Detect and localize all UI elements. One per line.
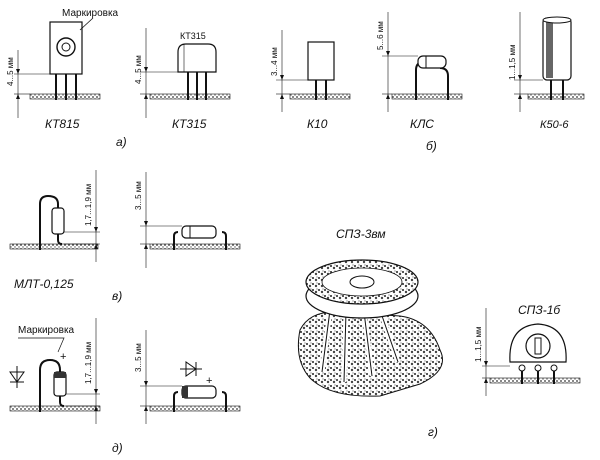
pcb-board xyxy=(149,405,241,412)
plus-sign: + xyxy=(60,351,66,363)
kls-label: КЛС xyxy=(410,117,434,131)
mlt-h-body xyxy=(181,225,217,239)
marking-diode-label: Маркировка xyxy=(18,325,75,336)
kt315-label: КТ315 xyxy=(172,117,207,131)
pcb-board xyxy=(391,93,463,100)
k50-6-figure: 1...1,5 мм К50-6 xyxy=(508,12,585,131)
dim-1-7-1-9-a: 1,7...1,9 мм xyxy=(84,184,93,226)
pcb-board xyxy=(289,93,351,100)
sp3-1b-label: СПЗ-1б xyxy=(518,303,561,317)
plus-sign-b: + xyxy=(206,375,212,387)
mlt-label: МЛТ-0,125 xyxy=(14,277,74,291)
kt315-body-label: КТ315 xyxy=(180,31,206,41)
dim-3-4: 3...4 мм xyxy=(270,47,279,76)
dim-1-7-1-9-b: 1,7...1,9 мм xyxy=(84,342,93,384)
k10-body xyxy=(307,41,335,81)
dim-4-5-b: 4...5 мм xyxy=(134,55,143,84)
k10-figure: 3...4 мм К10 xyxy=(270,30,351,131)
mlt-horizontal-figure: 3...5 мм xyxy=(134,172,241,268)
panel-a: а) xyxy=(116,135,127,149)
k10-label: К10 xyxy=(307,117,328,131)
sp3-3vm-figure: СПЗ-3вм xyxy=(297,227,443,397)
mlt-vertical-figure: 1,7...1,9 мм МЛТ-0,125 xyxy=(9,170,100,291)
kls-body xyxy=(417,55,447,69)
diode-vertical-figure: Маркировка + 1,7...1,9 мм xyxy=(9,318,101,424)
kt315-figure: 4...5 мм КТ315 КТ315 xyxy=(134,28,231,131)
pcb-board xyxy=(149,243,241,250)
pcb-board xyxy=(9,243,99,250)
dim-3-5-a: 3...5 мм xyxy=(134,181,143,210)
diode-symbol-icon xyxy=(9,366,25,388)
dim-1-1-5-b: 1...1,5 мм xyxy=(474,327,483,362)
kt815-label: КТ815 xyxy=(45,117,80,131)
mlt-body xyxy=(51,207,65,235)
panel-b: б) xyxy=(426,139,437,153)
marking-label: Маркировка xyxy=(62,8,119,19)
sp3-3vm-label: СПЗ-3вм xyxy=(336,227,386,241)
dim-5-6: 5...6 мм xyxy=(376,21,385,50)
panel-d: д) xyxy=(112,441,123,455)
pcb-board xyxy=(489,377,581,384)
kls-figure: 5...6 мм КЛС xyxy=(376,12,463,131)
dim-3-5-b: 3...5 мм xyxy=(134,343,143,372)
panel-g: г) xyxy=(428,425,438,439)
pcb-board xyxy=(527,93,585,100)
trimmer-hub xyxy=(349,275,375,289)
diode-symbol-icon xyxy=(180,361,202,377)
sp3-1b-figure: СПЗ-1б 1...1,5 мм xyxy=(474,303,581,396)
kt815-figure: 4...5 мм Маркировка КТ815 xyxy=(6,8,119,131)
pcb-board xyxy=(149,93,231,100)
diode-horizontal-figure: + 3...5 мм xyxy=(134,330,241,424)
pcb-board xyxy=(9,405,101,412)
dim-1-1-5-a: 1...1,5 мм xyxy=(508,45,517,80)
panel-v: в) xyxy=(112,289,122,303)
k50-6-label: К50-6 xyxy=(540,119,569,131)
dim-4-5-a: 4...5 мм xyxy=(6,57,15,86)
